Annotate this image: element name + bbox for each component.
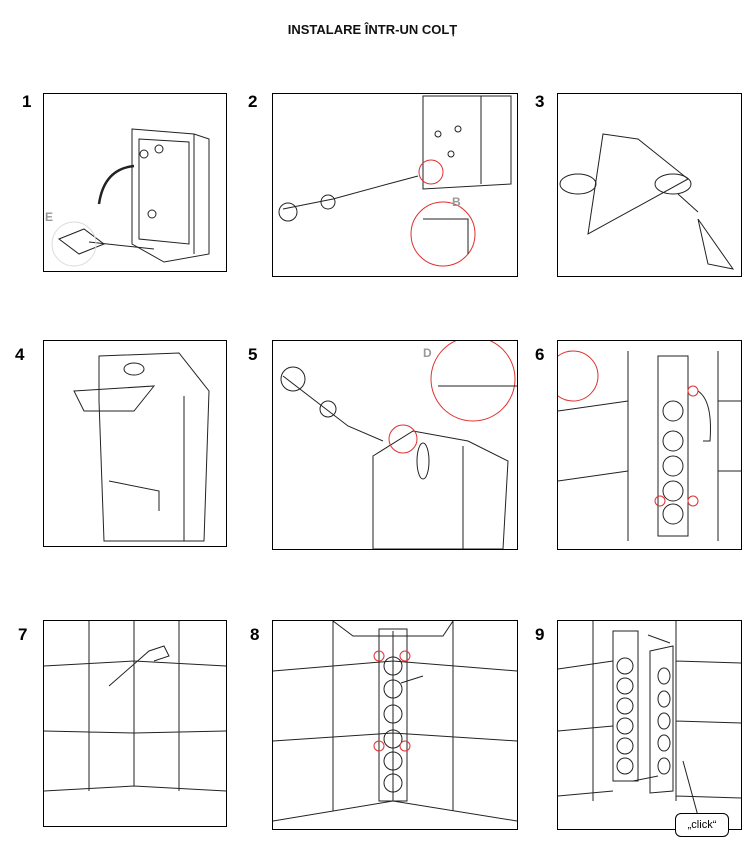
step-6-illustration bbox=[557, 340, 742, 550]
step-9-illustration bbox=[557, 620, 742, 830]
step-number: 1 bbox=[22, 92, 32, 111]
step-4-illustration bbox=[43, 340, 227, 547]
click-callout: „click“ bbox=[675, 813, 729, 837]
step-7-illustration bbox=[43, 620, 227, 827]
step-2-illustration bbox=[272, 93, 518, 277]
step-number: 3 bbox=[535, 92, 545, 111]
step-5-illustration bbox=[272, 340, 518, 550]
label-e: E bbox=[45, 210, 54, 224]
step-number: 6 bbox=[535, 345, 545, 364]
step-number: 7 bbox=[18, 625, 28, 644]
step-number: 5 bbox=[248, 345, 258, 364]
label-b: B bbox=[452, 195, 461, 209]
step-8-illustration bbox=[272, 620, 518, 830]
step-number: 4 bbox=[15, 345, 25, 364]
step-number: 8 bbox=[250, 625, 260, 644]
label-d: D bbox=[423, 346, 432, 360]
step-number: 9 bbox=[535, 625, 545, 644]
step-1-illustration bbox=[43, 93, 227, 272]
step-3-illustration bbox=[557, 93, 742, 277]
step-number: 2 bbox=[248, 92, 258, 111]
page-title: INSTALARE ÎNTR-UN COLȚ bbox=[287, 22, 458, 37]
